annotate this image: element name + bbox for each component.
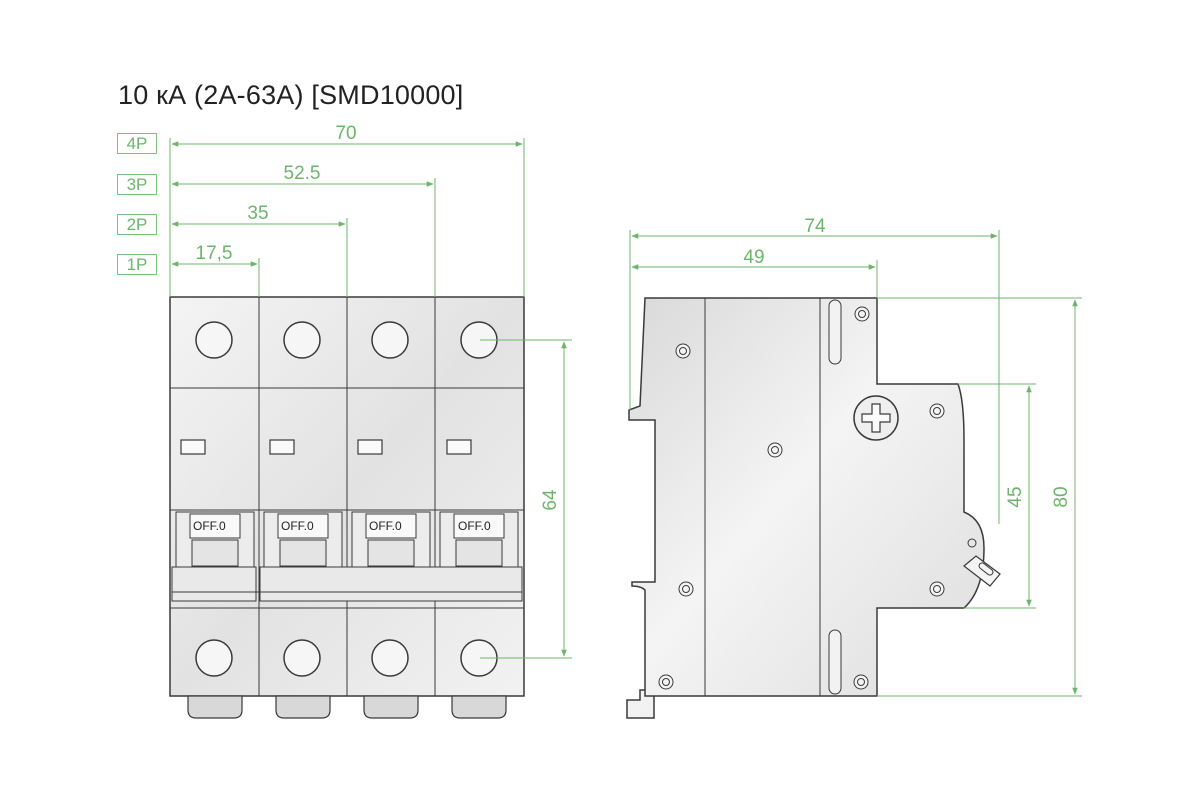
top-terminal-screw (371, 321, 409, 359)
rivet (929, 581, 945, 597)
rivet (658, 674, 674, 690)
pole-tag-2p: 2P (117, 214, 157, 235)
switch-label: OFF.0 (369, 519, 402, 533)
dim-label-2p: 35 (247, 203, 268, 224)
side-body (626, 297, 985, 719)
pole-tag-4p: 4P (117, 133, 157, 154)
side-dimensions: 74 49 45 80 (629, 216, 1082, 697)
switch-label: OFF.0 (458, 519, 491, 533)
rivet (767, 442, 783, 458)
rivet (854, 306, 870, 322)
din-clip (363, 695, 419, 719)
dim-label-depth-rail: 49 (743, 247, 764, 268)
bottom-terminal-screw (283, 639, 321, 677)
page-title: 10 кА (2А-63А) [SMD10000] (118, 80, 464, 110)
bottom-terminal-screw (195, 639, 233, 677)
dim-label-front-height: 45 (1005, 486, 1026, 507)
switch-label: OFF.0 (193, 519, 226, 533)
handle-pole-4 (439, 511, 519, 569)
handle-tie-bar (259, 566, 523, 602)
dim-label-4p: 70 (335, 123, 356, 144)
rivet (678, 581, 694, 597)
dim-label-depth-total: 74 (804, 216, 826, 237)
dim-label-3p: 52.5 (284, 163, 321, 184)
rivet (675, 343, 691, 359)
front-view: OFF.0 OFF.0 OFF.0 OFF.0 (169, 296, 525, 719)
din-clip (275, 695, 331, 719)
switch-label: OFF.0 (281, 519, 314, 533)
dim-label-terminal-pitch: 64 (540, 489, 561, 511)
handle-tie-bar (171, 566, 257, 602)
dim-label-total-height: 80 (1051, 486, 1072, 507)
indicator-window (357, 439, 383, 455)
top-terminal-screw (195, 321, 233, 359)
rivet (929, 403, 945, 419)
pole-tag-1p: 1P (117, 254, 157, 275)
side-view (626, 297, 1001, 719)
toggle-handle (963, 538, 1001, 587)
dim-label-1p: 17,5 (196, 243, 233, 264)
din-clip (451, 695, 507, 719)
top-terminal-screw (283, 321, 321, 359)
indicator-window (180, 439, 206, 455)
cross-screw-icon (853, 395, 899, 441)
pole-tag-3p: 3P (117, 174, 157, 195)
side-slot (828, 299, 842, 365)
indicator-window (446, 439, 472, 455)
front-dimensions: 70 52.5 35 17,5 64 (169, 123, 572, 659)
bottom-terminal-screw (371, 639, 409, 677)
handle-pole-1 (175, 511, 255, 569)
handle-pole-3 (351, 511, 431, 569)
din-clip (187, 695, 243, 719)
indicator-window (269, 439, 295, 455)
side-slot (828, 629, 842, 695)
handle-pole-2 (263, 511, 343, 569)
rivet (853, 674, 869, 690)
